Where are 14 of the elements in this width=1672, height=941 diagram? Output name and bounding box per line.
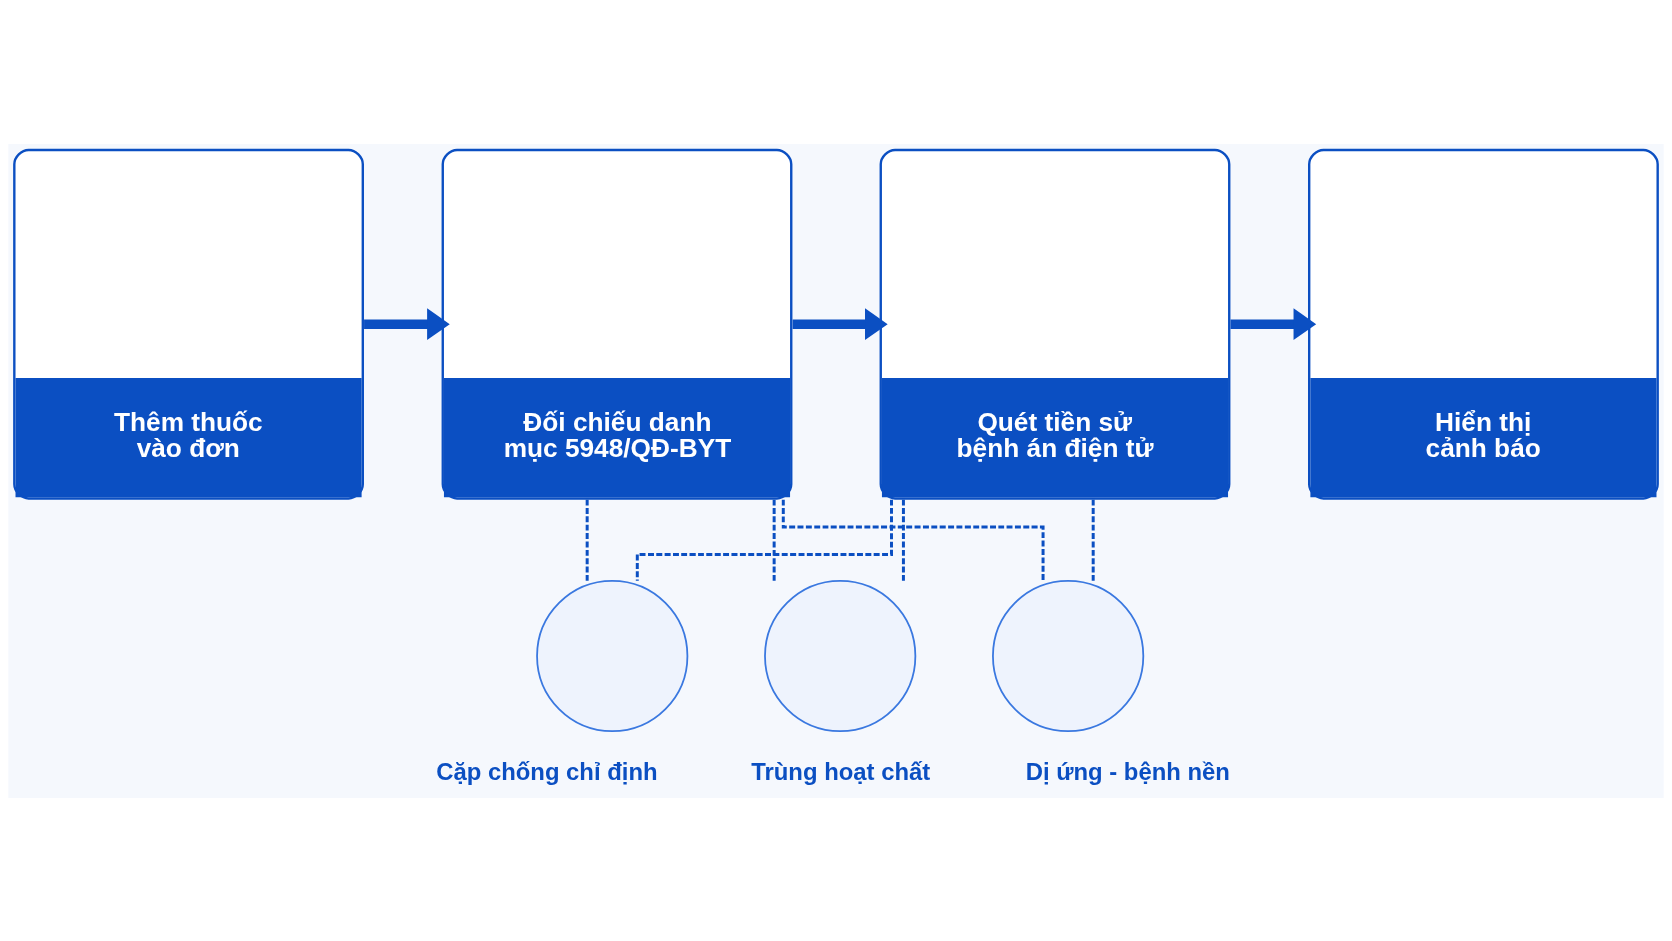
connector [585, 499, 589, 581]
arrow [792, 307, 888, 340]
connector [772, 499, 776, 581]
arrow [364, 307, 450, 340]
arrow [1230, 307, 1317, 340]
connector [1091, 499, 1095, 581]
connector [781, 499, 1045, 581]
node-label: Dị ứng - bệnh nền [1025, 757, 1230, 785]
connector [901, 499, 905, 581]
node-circle [992, 579, 1145, 732]
node-label: Cặp chống chỉ định [436, 757, 658, 785]
node-circle [536, 579, 689, 732]
node-label: Trùng hoạt chất [751, 757, 931, 785]
node-circle [764, 579, 917, 732]
